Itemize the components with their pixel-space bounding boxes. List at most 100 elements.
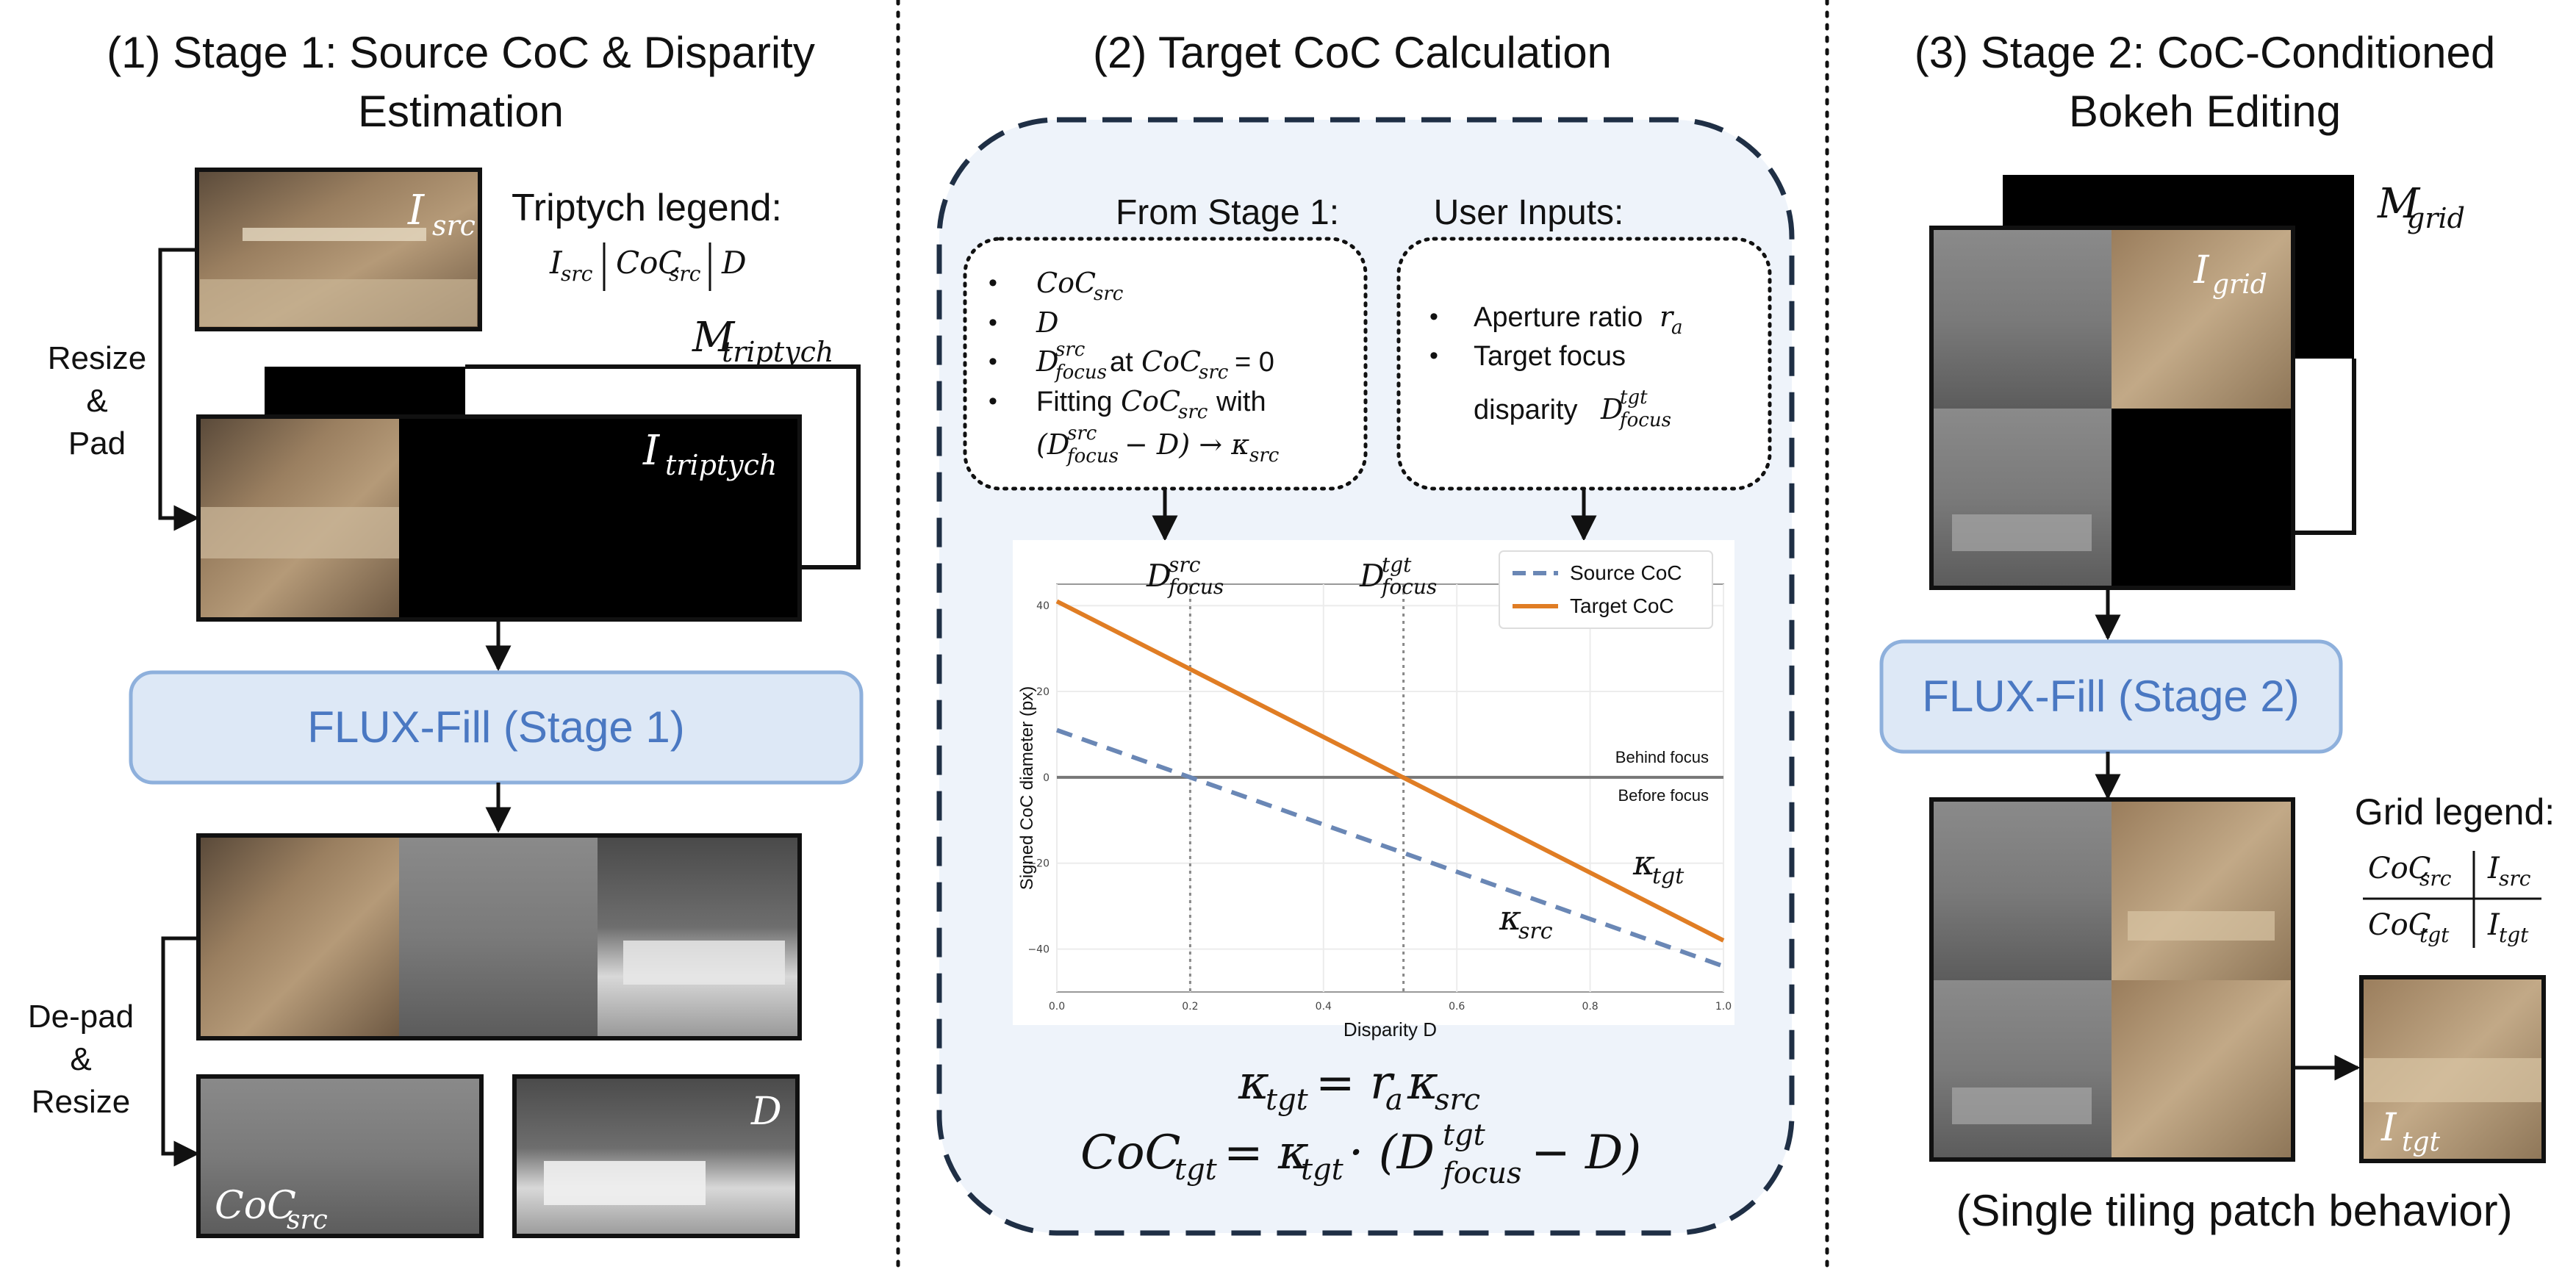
d-tgt-focus-sup: tgt <box>1382 553 1412 577</box>
from-stage1-heading: From Stage 1: <box>1116 193 1339 232</box>
grid-legend-title: Grid legend: <box>2355 791 2555 833</box>
svg-text:CoC: CoC <box>1121 385 1180 417</box>
d-src-focus-label: D <box>1146 558 1172 594</box>
svg-text:src: src <box>432 209 476 242</box>
flux-fill-stage1: FLUX-Fill (Stage 1) <box>131 672 861 783</box>
i-tgt-output: I tgt <box>2361 977 2544 1161</box>
svg-text:Fitting: Fitting <box>1036 387 1112 417</box>
flux-fill-stage2: FLUX-Fill (Stage 2) <box>1881 641 2341 752</box>
stage1-title-2: Estimation <box>358 87 564 136</box>
svg-text:· (D: · (D <box>1349 1126 1435 1180</box>
svg-text:CoC: CoC <box>1141 345 1201 378</box>
d-src-focus-sub: focus <box>1167 575 1224 599</box>
grid-legend: CoC src I src CoC tgt I tgt <box>2363 851 2541 948</box>
svg-text:tgt: tgt <box>1443 1118 1486 1152</box>
x-tick-label: 0.0 <box>1049 1001 1065 1013</box>
svg-text:src: src <box>1435 1083 1480 1117</box>
svg-text:src: src <box>2499 866 2531 891</box>
svg-text:disparity: disparity <box>1474 395 1578 425</box>
svg-text:I: I <box>407 187 426 234</box>
svg-text:CoC: CoC <box>215 1184 296 1228</box>
svg-text:src: src <box>561 262 593 286</box>
svg-text:I: I <box>642 427 661 475</box>
svg-text:− D) → κ: − D) → κ <box>1124 428 1249 461</box>
x-tick-label: 0.2 <box>1182 1001 1198 1013</box>
x-tick-label: 0.8 <box>1582 1001 1598 1013</box>
target-title: (2) Target CoC Calculation <box>1093 28 1612 77</box>
depad-arrow-1 <box>163 938 198 1154</box>
kappa-tgt-sub: tgt <box>1652 863 1685 889</box>
svg-text:&: & <box>70 1041 91 1077</box>
triptych-legend: I src CoC src D <box>549 242 747 291</box>
svg-text:src: src <box>669 262 701 286</box>
svg-text:at: at <box>1110 347 1133 378</box>
svg-text:•: • <box>989 309 997 337</box>
kappa-src-sub: src <box>1518 919 1553 944</box>
stage1-title: (1) Stage 1: Source CoC & Disparity <box>107 28 815 77</box>
output-grid <box>1931 799 2293 1160</box>
svg-text:src: src <box>1249 445 1280 467</box>
svg-text:CoC: CoC <box>1036 267 1096 299</box>
svg-text:src: src <box>1055 339 1086 361</box>
svg-text:focus: focus <box>1618 409 1671 431</box>
coc-src-output: CoC src <box>198 1076 481 1236</box>
svg-text:src: src <box>1178 401 1208 423</box>
i-triptych-image: I triptych <box>198 417 800 619</box>
svg-text:tgt: tgt <box>2419 923 2450 947</box>
stage2-caption: (Single tiling patch behavior) <box>1956 1186 2512 1235</box>
i-grid-image: I grid <box>1931 228 2293 588</box>
isrc-image: I src <box>197 170 480 329</box>
stage2-title-2: Bokeh Editing <box>2069 87 2341 136</box>
svg-text:= 0: = 0 <box>1235 347 1274 378</box>
triptych-legend-title: Triptych legend: <box>512 187 782 229</box>
svg-text:•: • <box>989 269 997 297</box>
svg-text:src: src <box>1199 362 1229 384</box>
d-tgt-focus-label: D <box>1359 558 1385 594</box>
svg-text:κ: κ <box>1238 1056 1269 1110</box>
svg-text:src: src <box>2419 866 2452 891</box>
svg-text:src: src <box>1067 423 1097 445</box>
svg-text:with: with <box>1216 387 1266 417</box>
y-tick-label: 0 <box>1043 772 1050 784</box>
svg-text:κ: κ <box>1407 1056 1438 1110</box>
d-output: D <box>514 1076 797 1236</box>
svg-text:focus: focus <box>1054 362 1107 384</box>
svg-text:src: src <box>1094 283 1124 305</box>
x-tick-label: 1.0 <box>1715 1001 1732 1013</box>
svg-text:focus: focus <box>1066 445 1119 467</box>
svg-text:Resize: Resize <box>32 1084 131 1120</box>
y-tick-label: 40 <box>1036 600 1050 612</box>
svg-text:grid: grid <box>2212 270 2267 300</box>
d-tgt-focus-sub: focus <box>1380 575 1437 599</box>
svg-text:triptych: triptych <box>665 449 777 481</box>
legend-entry: Target CoC <box>1570 594 1674 617</box>
svg-text:tgt: tgt <box>1620 387 1648 409</box>
x-tick-label: 0.6 <box>1449 1001 1465 1013</box>
behind-focus-label: Behind focus <box>1615 748 1709 766</box>
depad-resize-label: De-pad & Resize <box>28 999 134 1120</box>
legend-entry: Source CoC <box>1570 561 1682 584</box>
svg-text:&: & <box>86 383 107 419</box>
svg-text:src: src <box>287 1205 328 1235</box>
svg-text:Pad: Pad <box>68 425 126 461</box>
svg-text:= κ: = κ <box>1224 1126 1309 1180</box>
y-tick-label: 20 <box>1036 686 1050 698</box>
svg-text:triptych: triptych <box>722 336 833 368</box>
d-src-focus-sup: src <box>1169 553 1201 577</box>
svg-text:CoC: CoC <box>1080 1126 1180 1180</box>
y-axis-label: Signed CoC diameter (px) <box>1017 686 1037 890</box>
resize-pad-label: Resize & Pad <box>48 340 147 461</box>
svg-text:grid: grid <box>2407 202 2465 234</box>
svg-text:tgt: tgt <box>1174 1153 1218 1187</box>
before-focus-label: Before focus <box>1618 786 1709 805</box>
svg-text:a: a <box>1385 1083 1403 1117</box>
svg-text:D: D <box>750 1090 782 1134</box>
equation-coc-tgt: CoC tgt = κ tgt · (D tgt focus − D) <box>1080 1118 1641 1190</box>
svg-text:De-pad: De-pad <box>28 999 134 1035</box>
user-inputs-box: • Aperture ratio r a • Target focus disp… <box>1399 239 1770 489</box>
svg-text:I: I <box>2193 248 2210 292</box>
resize-pad-arrow <box>160 250 197 518</box>
from-stage1-box: • CoC src • D • D src focus at CoC src =… <box>965 239 1366 489</box>
